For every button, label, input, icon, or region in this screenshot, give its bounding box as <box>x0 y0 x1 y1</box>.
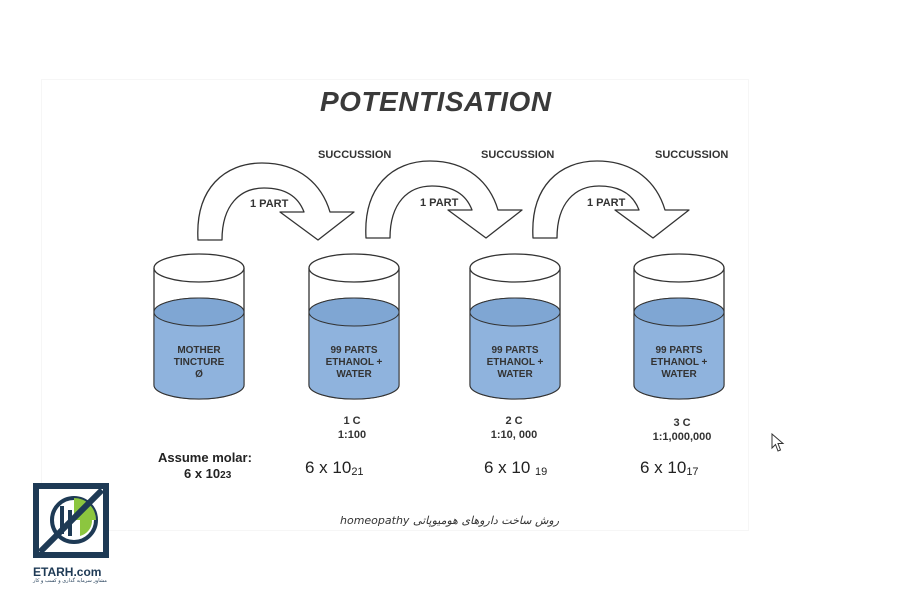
molar-value-2c: 6 x 10 19 <box>484 458 548 478</box>
jar-label-3c: 99 PARTS ETHANOL + WATER <box>650 345 708 380</box>
part-label-1: 1 PART <box>250 198 289 210</box>
succussion-label-1: SUCCUSSION <box>318 149 392 161</box>
assume-molar-value: 6 x 1023 <box>184 466 232 481</box>
assume-molar-label: Assume molar: <box>158 450 252 465</box>
dilution-name-2c: 2 C <box>505 415 523 427</box>
image-caption: روش ساخت داروهای هومیوپاتی homeopathy <box>340 514 560 527</box>
jar-label-mother-tincture: MOTHER TINCTURE Ø <box>173 345 225 380</box>
part-label-3: 1 PART <box>587 197 626 209</box>
molar-value-1c: 6 x 1021 <box>305 458 364 478</box>
logo-tagline: مشاور سرمایه گذاری و کسب و کار <box>33 578 107 584</box>
jar-label-2c: 99 PARTS ETHANOL + WATER <box>486 345 544 380</box>
etarh-logo-icon <box>33 483 109 558</box>
dilution-ratio-1c: 1:100 <box>337 429 367 441</box>
succussion-label-3: SUCCUSSION <box>655 149 729 161</box>
logo-name: ETARH.com <box>33 565 102 579</box>
jar-mother-tincture <box>153 253 245 400</box>
transfer-arrow-1 <box>197 162 355 241</box>
diagram-title: POTENTISATION <box>320 86 552 117</box>
transfer-arrow-2 <box>365 160 523 239</box>
jar-1c <box>308 253 400 400</box>
dilution-ratio-2c: 1:10, 000 <box>490 429 538 441</box>
molar-value-3c: 6 x 1017 <box>640 458 699 478</box>
jar-label-1c: 99 PARTS ETHANOL + WATER <box>325 345 383 380</box>
part-label-2: 1 PART <box>420 197 459 209</box>
jar-3c <box>633 253 725 400</box>
dilution-ratio-3c: 1:1,000,000 <box>652 431 712 443</box>
transfer-arrow-3 <box>532 160 690 239</box>
jar-2c <box>469 253 561 400</box>
succussion-label-2: SUCCUSSION <box>481 149 555 161</box>
dilution-name-3c: 3 C <box>673 417 691 429</box>
dilution-name-1c: 1 C <box>343 415 361 427</box>
mouse-cursor-icon <box>771 433 785 452</box>
